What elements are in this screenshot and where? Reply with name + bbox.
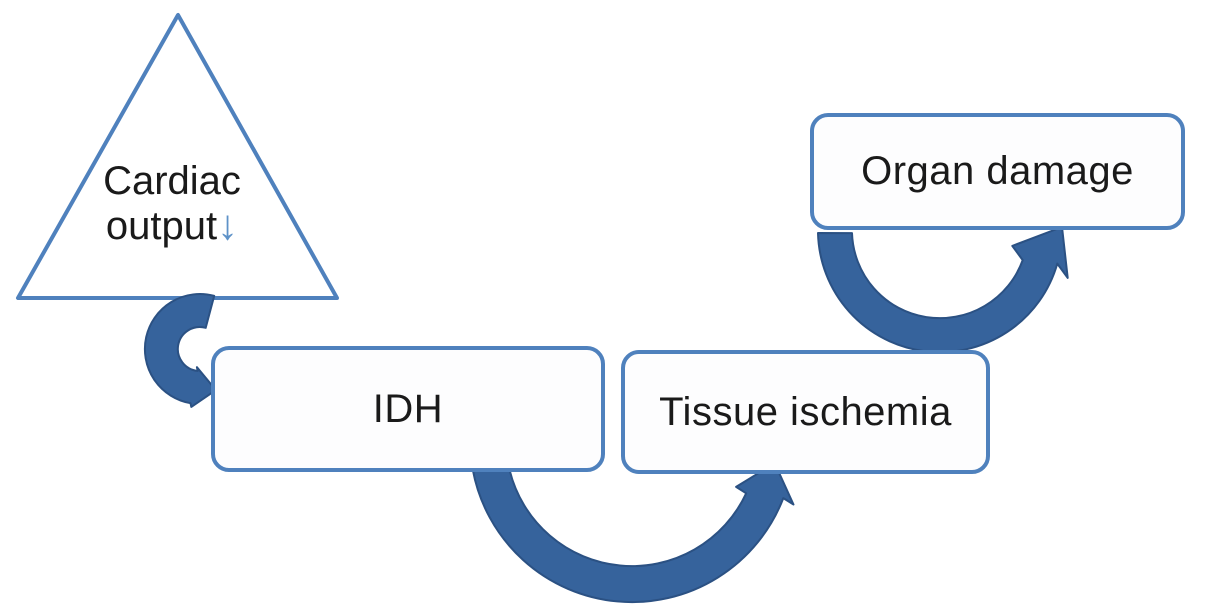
triangle-label-cardiac-output: Cardiac output↓ xyxy=(77,160,267,248)
triangle-label-line2: output xyxy=(105,203,218,248)
node-organ-damage-label: Organ damage xyxy=(861,149,1134,193)
arrow-triangle-to-idh xyxy=(143,293,217,408)
arrow-tissue-ischemia-to-organ-damage xyxy=(817,226,1069,354)
node-tissue-ischemia-label: Tissue ischemia xyxy=(659,389,952,434)
triangle-label-line1: Cardiac xyxy=(103,159,241,203)
node-organ-damage: Organ damage xyxy=(810,113,1185,230)
node-tissue-ischemia: Tissue ischemia xyxy=(621,350,990,474)
node-idh-label: IDH xyxy=(372,386,444,431)
triangle-shape xyxy=(16,13,339,300)
arrow-idh-to-tissue-ischemia xyxy=(471,462,795,604)
node-idh: IDH xyxy=(211,346,605,472)
down-arrow-icon: ↓ xyxy=(217,200,239,248)
